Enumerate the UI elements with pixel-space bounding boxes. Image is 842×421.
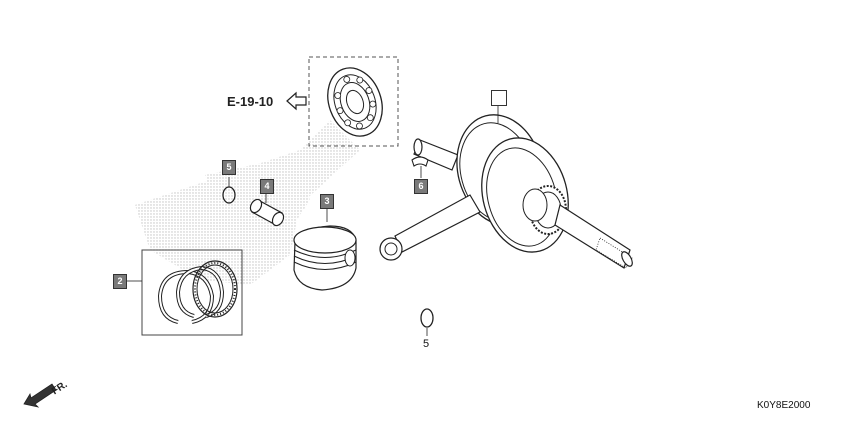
woodruff-key (411, 156, 429, 178)
crankshaft-bearing (327, 67, 383, 137)
bearing-reference-box (308, 56, 399, 147)
crankshaft-assembly (379, 104, 633, 269)
callout-6: 6 (414, 179, 428, 194)
callout-2: 2 (113, 274, 127, 289)
diagram-code: K0Y8E2000 (757, 400, 811, 411)
callout-5: 5 (222, 160, 236, 175)
o-ring-lower (420, 308, 434, 328)
label-5-lower: 5 (423, 338, 430, 350)
piston-pin (249, 193, 285, 227)
reference-label: E-19-10 (227, 94, 274, 109)
piston (293, 208, 357, 291)
callout-3: 3 (320, 194, 334, 209)
piston-ring-set-box (141, 249, 243, 336)
callout-crankshaft-empty (491, 90, 507, 106)
front-direction-arrow-icon (23, 383, 57, 408)
piston-ring-set (157, 260, 238, 324)
callout-4: 4 (260, 179, 274, 194)
left-outline-arrow-icon (286, 91, 307, 111)
